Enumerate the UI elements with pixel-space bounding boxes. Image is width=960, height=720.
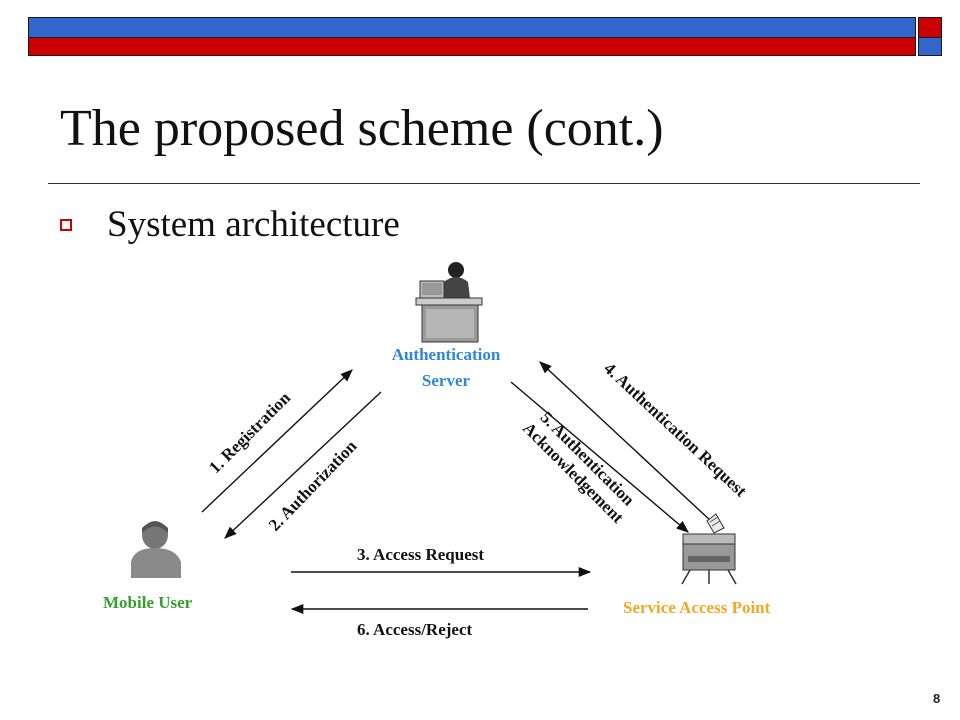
auth-server-label: Authentication Server (371, 342, 521, 394)
auth-server-label-line2: Server (421, 371, 471, 390)
server-operator-icon (415, 262, 483, 343)
arrow-auth-ack (510, 381, 689, 533)
title-divider (48, 183, 920, 184)
header-bar-red (28, 37, 916, 56)
access-point-device-icon (681, 513, 737, 585)
flow-label-access-request: 3. Access Request (357, 545, 485, 564)
flow-label-access-reject: 6. Access/Reject (357, 620, 473, 639)
auth-server-label-line1: Authentication (391, 345, 501, 364)
service-access-point-label: Service Access Point (623, 598, 771, 617)
arrow-authorization (224, 391, 382, 539)
header-square-blue (918, 37, 942, 56)
bullet-square-icon (60, 219, 72, 231)
page-number: 8 (933, 691, 941, 706)
arrow-auth-request (539, 361, 713, 523)
user-icon (131, 521, 181, 578)
mobile-user-label: Mobile User (103, 593, 193, 612)
arrow-registration (201, 369, 353, 513)
slide-title: The proposed scheme (cont.) (60, 100, 664, 157)
bullet-text: System architecture (107, 204, 400, 245)
